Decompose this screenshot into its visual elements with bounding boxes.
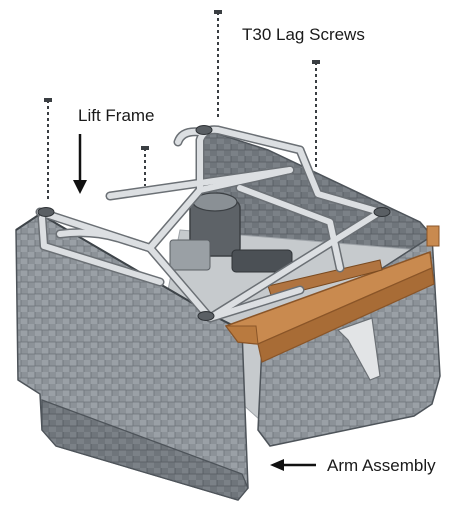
left-arm-foot bbox=[41, 399, 249, 501]
arm-assembly-arrow bbox=[270, 459, 316, 471]
lag-screws bbox=[47, 12, 317, 200]
motor-assembly bbox=[169, 192, 293, 273]
lag-screw-head-2 bbox=[312, 60, 320, 64]
arm-bracket bbox=[336, 317, 381, 381]
lift-frame-label: Lift Frame bbox=[78, 106, 155, 125]
lift-frame bbox=[35, 125, 391, 323]
lag-screw-head-3 bbox=[44, 98, 52, 102]
lift-frame-arrow bbox=[73, 134, 87, 194]
lag-screw-head-4 bbox=[141, 146, 149, 150]
lag-screw-head-1 bbox=[214, 10, 222, 14]
arm-assembly-label: Arm Assembly bbox=[327, 456, 436, 475]
lag-screws-label: T30 Lag Screws bbox=[242, 25, 365, 44]
